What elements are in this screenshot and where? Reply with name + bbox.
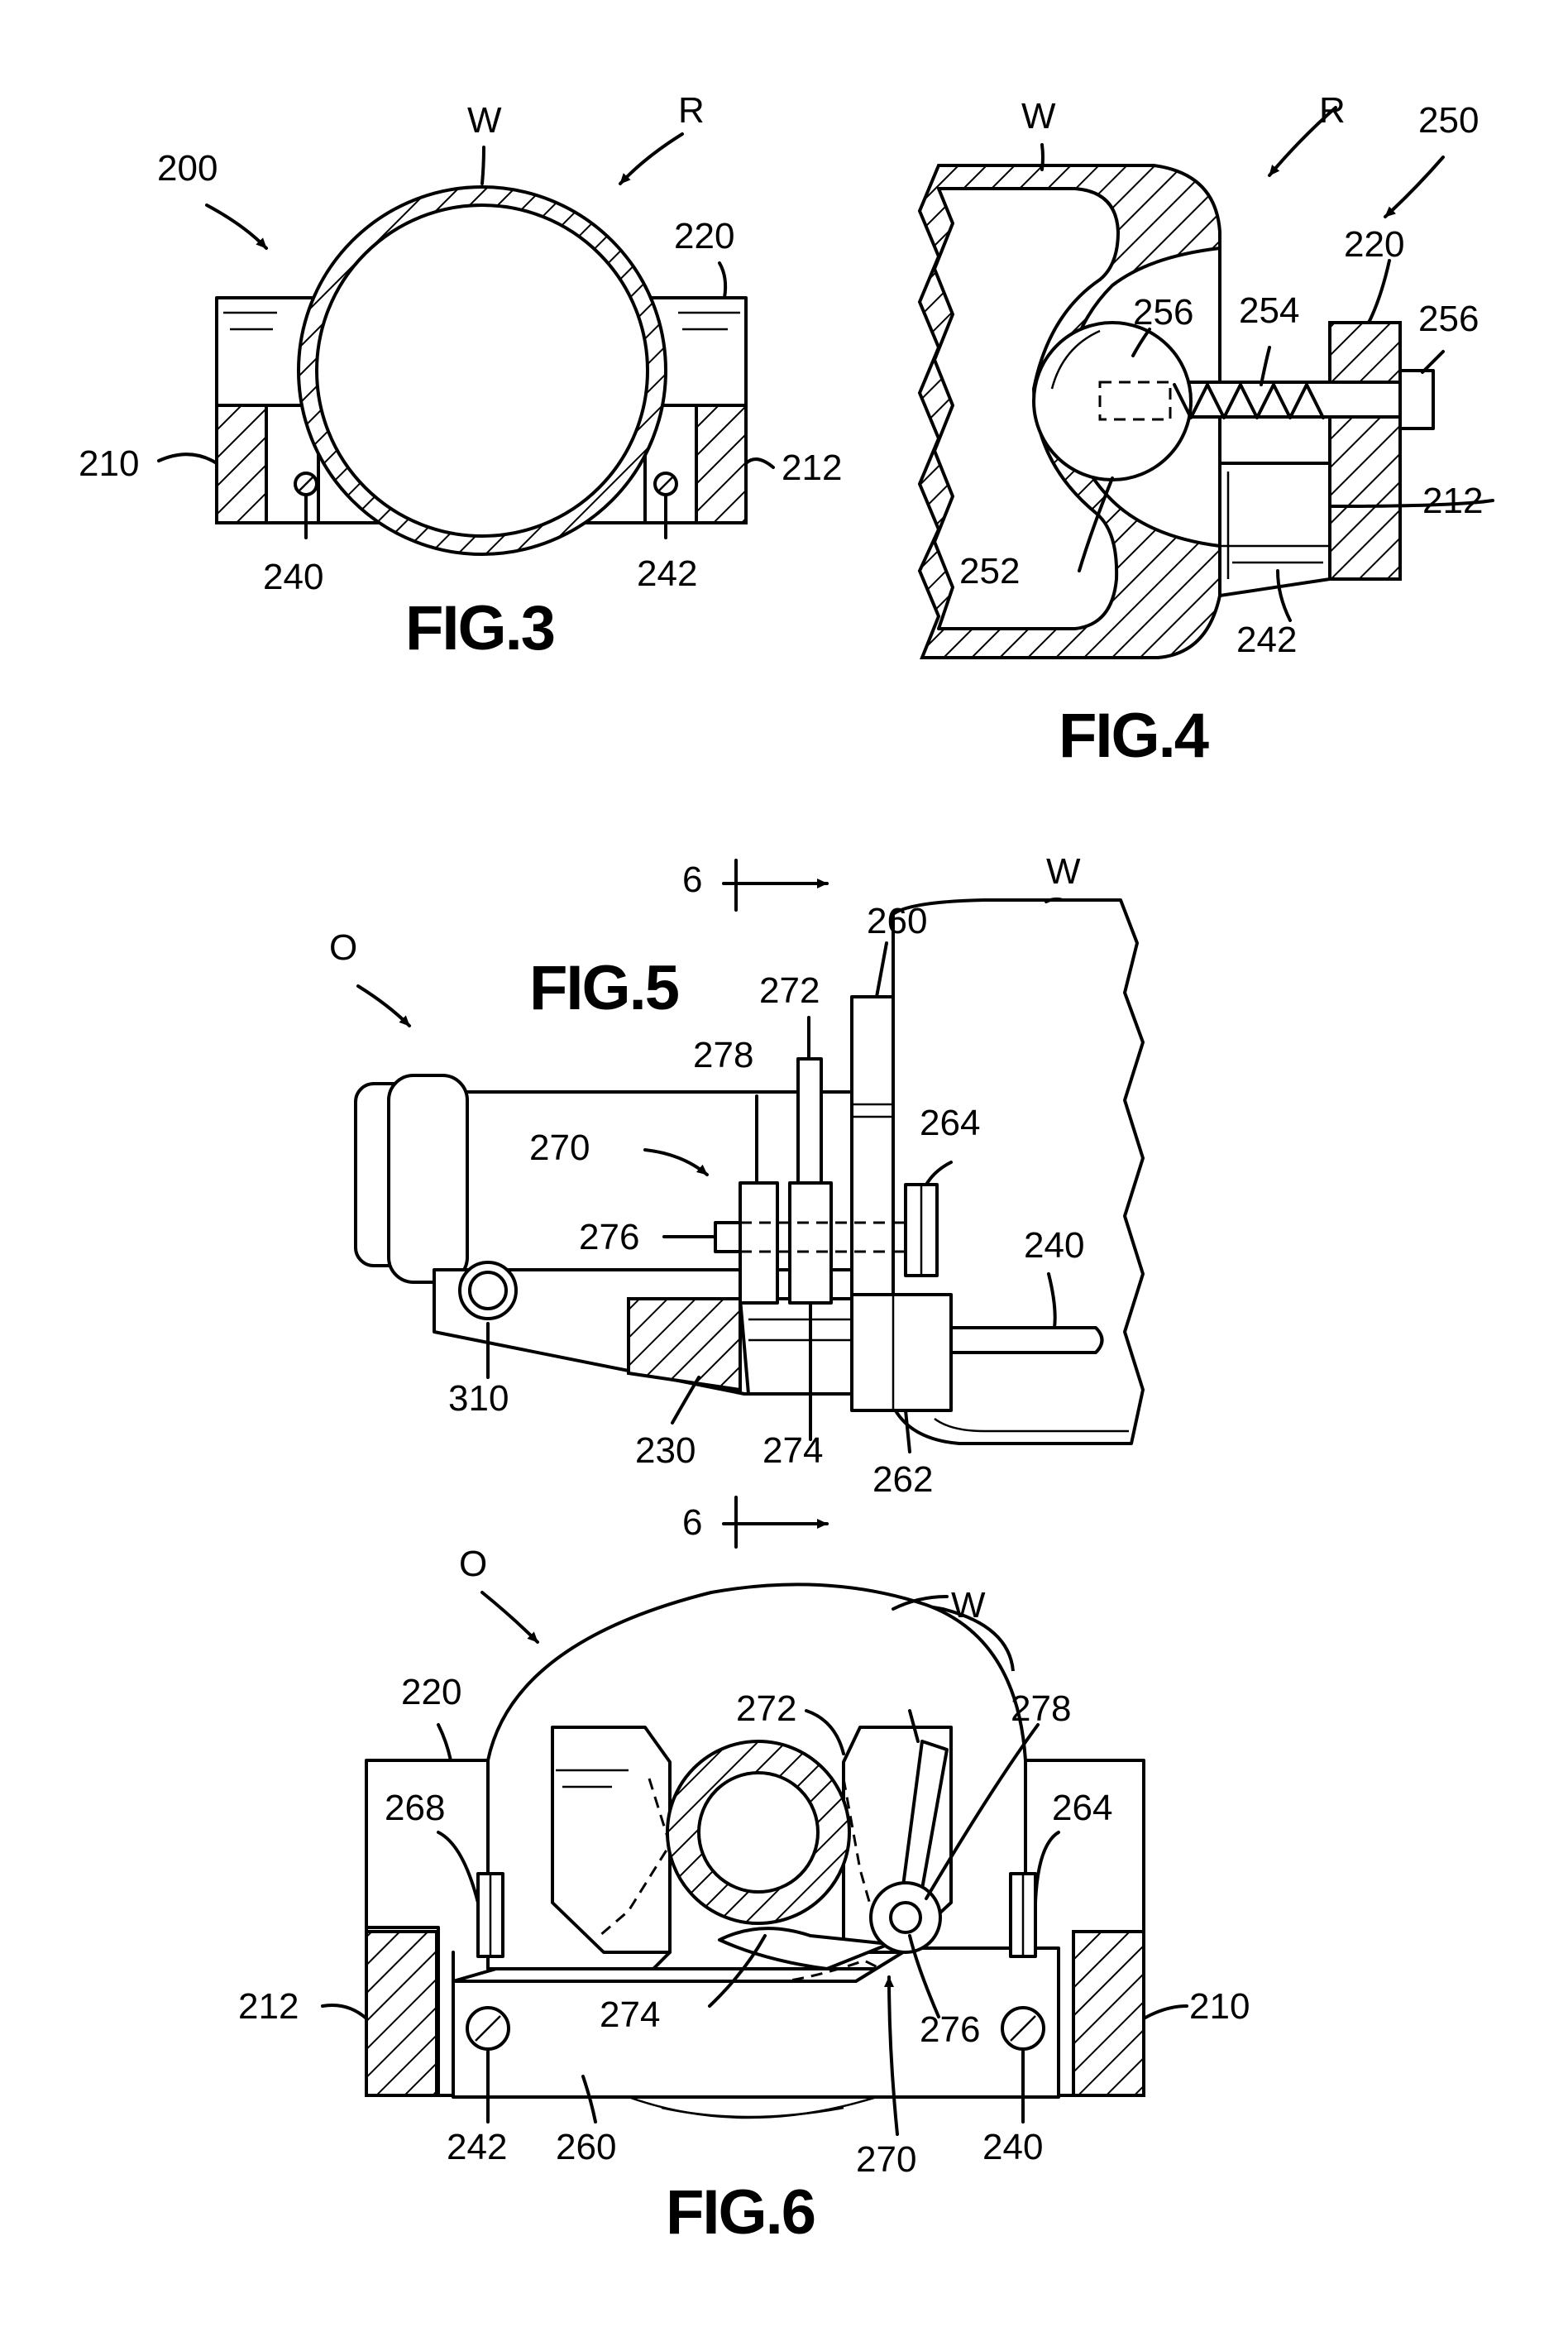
fig3-wheel-bore	[317, 205, 648, 536]
fig6-label-274: 274	[600, 1994, 660, 2035]
fig4-label-250: 250	[1418, 100, 1479, 141]
fig4-body-220	[1330, 323, 1400, 579]
fig4-ball-252	[1034, 323, 1191, 480]
fig4-label-252: 252	[959, 551, 1020, 591]
fig6-label-220: 220	[401, 1672, 461, 1712]
fig4-label-254: 254	[1239, 290, 1299, 331]
fig5-pin-240	[951, 1328, 1102, 1353]
fig6-label-242: 242	[447, 2127, 507, 2167]
fig4-label-r: R	[1319, 90, 1346, 131]
fig5-label-o: O	[329, 927, 357, 968]
fig5-label-276: 276	[579, 1217, 639, 1257]
fig4-block-212	[1220, 463, 1330, 596]
fig6-label-260: 260	[556, 2127, 616, 2167]
fig3-label-242: 242	[637, 553, 697, 594]
fig5-label-310: 310	[448, 1378, 509, 1419]
fig5-hub-278	[740, 1183, 777, 1303]
fig5-label-270: 270	[529, 1128, 590, 1168]
fig5-label-278: 278	[693, 1035, 753, 1075]
fig5-clamp-262	[852, 1295, 951, 1410]
fig5-bracket-230	[629, 1299, 740, 1390]
fig6-label-276: 276	[920, 2009, 980, 2050]
fig4-label-242: 242	[1236, 620, 1297, 660]
fig5-label-240: 240	[1024, 1225, 1084, 1266]
fig5-label-262: 262	[872, 1459, 933, 1500]
fig6-label-o: O	[459, 1544, 487, 1584]
fig6-label-270: 270	[856, 2139, 916, 2180]
fig4-label-220: 220	[1344, 224, 1404, 265]
figure-6: O W 220 272 278 268 264 212 274 276 210 …	[238, 1544, 1250, 2248]
fig6-left-jaw	[552, 1727, 670, 1952]
figure-4: W R 250 220 256 254 256 212 252 242 FIG.…	[920, 90, 1493, 771]
fig6-label-210: 210	[1189, 1986, 1250, 2027]
fig3-label-w: W	[467, 100, 502, 141]
figure-3: 200 W R 220 210 212 240 242 FIG.3	[79, 90, 842, 663]
fig3-title: FIG.3	[405, 593, 554, 663]
fig3-label-220: 220	[674, 216, 734, 256]
fig5-lever-272	[798, 1059, 821, 1191]
fig4-label-w: W	[1021, 96, 1056, 136]
fig5-label-w: W	[1046, 851, 1081, 892]
fig4-label-212: 212	[1422, 481, 1483, 521]
fig5-label-6-top: 6	[682, 859, 702, 900]
fig3-label-210: 210	[79, 443, 139, 484]
fig5-axle-276	[715, 1223, 740, 1252]
fig5-label-264: 264	[920, 1103, 980, 1143]
fig3-label-200: 200	[157, 148, 218, 189]
fig4-title: FIG.4	[1059, 701, 1209, 771]
fig6-label-212: 212	[238, 1986, 299, 2027]
fig6-tube-bore	[699, 1773, 818, 1892]
fig6-label-240: 240	[982, 2127, 1043, 2167]
fig5-cam-274	[790, 1183, 831, 1303]
fig4-label-256-ball: 256	[1133, 292, 1193, 333]
fig4-plunger-head	[1400, 371, 1433, 429]
fig3-label-r: R	[678, 90, 705, 131]
fig6-block-212	[366, 1932, 437, 2095]
figure-5: 6 6 W O 260 272 278 270 264 276 240 310 …	[329, 851, 1143, 1547]
fig5-label-230: 230	[635, 1430, 696, 1471]
fig5-label-274: 274	[762, 1430, 823, 1471]
fig6-title: FIG.6	[666, 2177, 815, 2248]
fig4-label-256-plunger: 256	[1418, 299, 1479, 339]
fig5-title: FIG.5	[529, 953, 679, 1023]
fig6-label-278: 278	[1011, 1688, 1071, 1729]
fig3-label-240: 240	[263, 557, 323, 597]
fig3-label-212: 212	[782, 448, 842, 488]
fig6-label-268: 268	[385, 1788, 445, 1828]
fig3-block-212	[696, 405, 746, 523]
fig6-label-264: 264	[1052, 1788, 1112, 1828]
fig6-axle-276	[891, 1903, 920, 1932]
fig6-label-272: 272	[736, 1688, 796, 1729]
fig5-label-6-bottom: 6	[682, 1502, 702, 1543]
fig5-plate-260	[852, 997, 893, 1319]
fig5-label-272: 272	[759, 970, 820, 1011]
fig5-label-260: 260	[867, 901, 927, 941]
fig6-label-w: W	[951, 1585, 986, 1626]
fig3-block-210	[217, 405, 266, 523]
fig6-block-210	[1073, 1932, 1144, 2095]
